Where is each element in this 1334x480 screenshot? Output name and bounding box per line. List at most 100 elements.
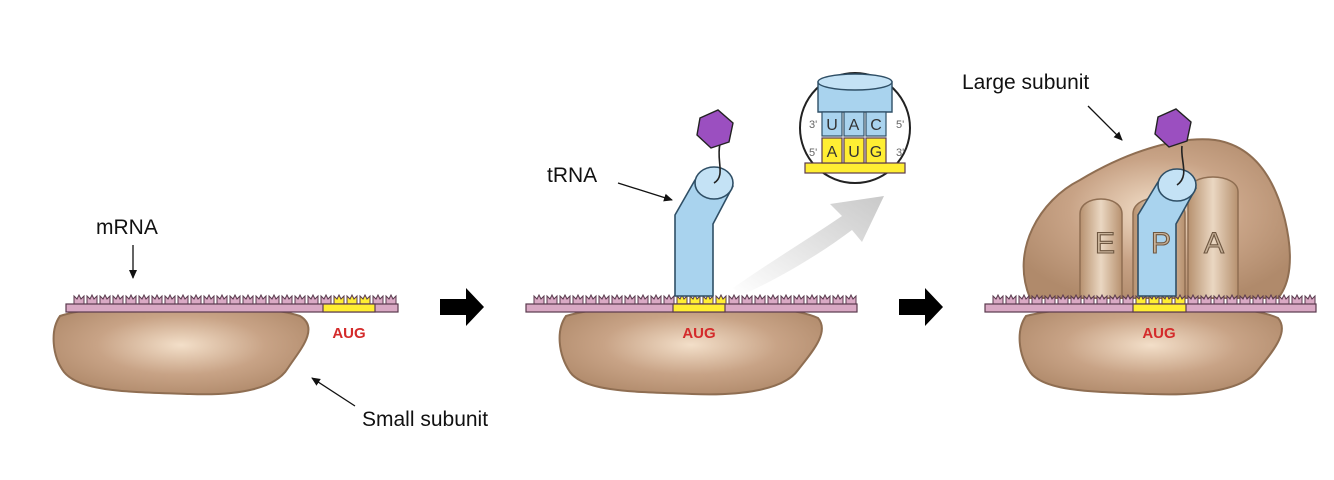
mrna-base [1304,293,1316,305]
mrna-base [255,293,267,305]
small-subunit-label: Small subunit [362,408,488,431]
mrna-strand-1 [65,293,399,313]
aug-label-1: AUG [332,325,365,342]
mrna-base [663,293,675,305]
mrna-base [1122,293,1134,305]
mrna-base [1239,293,1251,305]
mrna-backbone [65,303,399,313]
mrna-strand-2 [525,293,858,313]
mrna-base [1018,293,1030,305]
mrna-base [73,293,85,305]
codon-base [821,137,843,164]
mrna-base [320,293,332,305]
aug-label-3: AUG [1142,325,1175,342]
mrna-base [806,293,818,305]
trna-3 [1137,108,1197,297]
mrna-strand-3 [984,293,1317,313]
mrna-base [832,293,844,305]
mrna-base [294,293,306,305]
aug-label-2: AUG [682,325,715,342]
mrna-label: mRNA [96,216,158,239]
mrna-base [86,293,98,305]
panel-3-large-subunit-joins: AUG E P A Large subunit [962,71,1317,396]
mrna-base [359,293,371,305]
trna-label: tRNA [547,164,597,187]
small-subunit-3 [1018,304,1283,396]
zoom-arrow [733,196,884,296]
mrna-base [1213,293,1225,305]
mrna-base [177,293,189,305]
trna-2 [674,109,734,297]
mrna-base [307,293,319,305]
codon-base-letter: U [848,144,860,161]
mrna-base [598,293,610,305]
small-subunit-2 [558,303,823,396]
anticodon-base-letter: C [870,117,882,134]
mrna-base [112,293,124,305]
mrna-base [585,293,597,305]
mrna-base [780,293,792,305]
anticodon-base [843,111,865,137]
mrna-base [372,293,384,305]
mrna-base [992,293,1004,305]
mrna-base [216,293,228,305]
mrna-base [1187,293,1199,305]
mrna-base [268,293,280,305]
strand-end-label: 5' [896,119,904,131]
mrna-base [281,293,293,305]
mrna-base [125,293,137,305]
mrna-base [1226,293,1238,305]
mrna-base [203,293,215,305]
site-a-label: A [1204,227,1224,260]
large-subunit-label: Large subunit [962,71,1089,94]
mrna-base [385,293,397,305]
panel-1-small-subunit-binding: AUG mRNA Small subunit [52,216,488,431]
mrna-base [845,293,857,305]
mrna-base [819,293,831,305]
start-codon-highlight [672,303,726,313]
mrna-base [1044,293,1056,305]
mrna-base [164,293,176,305]
amino-acid-3 [1154,108,1192,148]
mrna-base [99,293,111,305]
mrna-base [767,293,779,305]
strand-end-label: 3' [809,119,817,131]
e-site-channel [1079,198,1123,299]
strand-end-label: 3' [896,147,904,159]
mrna-base [1057,293,1069,305]
mrna-base [715,293,727,305]
step-arrow-1 [440,288,484,326]
anticodon-base-letter: A [849,117,860,134]
mrna-base [1291,293,1303,305]
mrna-base [1083,293,1095,305]
mrna-base [151,293,163,305]
mrna-base [754,293,766,305]
mrna-base [611,293,623,305]
mrna-base [793,293,805,305]
codon-base-letter: A [827,144,838,161]
mrna-base [1005,293,1017,305]
mrna-base [572,293,584,305]
small-subunit-pointer [311,377,356,407]
mrna-base [229,293,241,305]
mrna-base [1135,293,1147,305]
codon-base [843,137,865,164]
start-codon-highlight [322,303,376,313]
small-subunit-1 [52,303,310,396]
anticodon-base-letter: U [826,117,838,134]
mrna-base [650,293,662,305]
site-e-label: E [1095,227,1115,260]
site-p-label: P [1151,227,1171,260]
mrna-base [559,293,571,305]
step-arrow-2 [899,288,943,326]
codon-base [865,137,887,164]
mrna-base [637,293,649,305]
amino-acid-2 [696,109,734,149]
start-codon-highlight [1132,303,1187,313]
mrna-base [741,293,753,305]
anticodon-base [865,111,887,137]
mrna-base [728,293,740,305]
mrna-base [1252,293,1264,305]
